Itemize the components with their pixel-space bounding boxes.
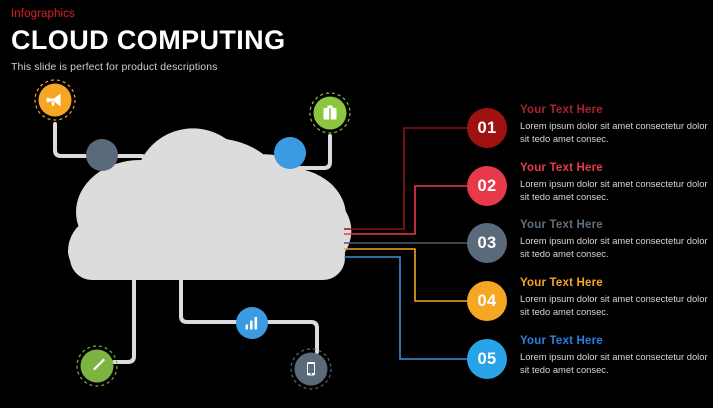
connector-mobile xyxy=(266,320,319,354)
slide-header: Infographics CLOUD COMPUTING This slide … xyxy=(11,7,285,74)
list-item[interactable]: 03 Your Text Here Lorem ipsum dolor sit … xyxy=(462,219,713,281)
connector-bar-chart xyxy=(179,266,238,324)
icon-node-hub-blue[interactable] xyxy=(274,137,306,169)
briefcase-icon xyxy=(323,105,337,120)
node-disc xyxy=(274,137,306,169)
list-item-text: Your Text Here Lorem ipsum dolor sit ame… xyxy=(520,334,712,376)
icon-node-briefcase[interactable] xyxy=(309,92,351,134)
icon-node-hub-slate[interactable] xyxy=(86,139,118,171)
list-item[interactable]: 02 Your Text Here Lorem ipsum dolor sit … xyxy=(462,162,713,224)
list-item-text: Your Text Here Lorem ipsum dolor sit ame… xyxy=(520,103,712,145)
dashed-ring xyxy=(290,348,332,390)
icon-node-megaphone[interactable] xyxy=(34,79,76,121)
status-badge: 02 xyxy=(467,166,507,206)
list-item[interactable]: 04 Your Text Here Lorem ipsum dolor sit … xyxy=(462,277,713,339)
list-item-body: Lorem ipsum dolor sit amet consectetur d… xyxy=(520,293,708,318)
dashed-ring xyxy=(76,345,118,387)
eyebrow-label: Infographics xyxy=(11,8,75,20)
list-item[interactable]: 01 Your Text Here Lorem ipsum dolor sit … xyxy=(462,104,713,166)
status-badge: 01 xyxy=(467,108,507,148)
connector-item-01 xyxy=(344,127,470,230)
list-item-heading: Your Text Here xyxy=(520,219,603,231)
list-item-text: Your Text Here Lorem ipsum dolor sit ame… xyxy=(520,161,712,203)
bar-chart-icon xyxy=(245,317,258,330)
connector-pencil xyxy=(112,266,136,364)
icon-node-mobile[interactable] xyxy=(290,348,332,390)
connector-item-02 xyxy=(344,185,470,235)
list-item-heading: Your Text Here xyxy=(520,104,603,116)
list-item[interactable]: 05 Your Text Here Lorem ipsum dolor sit … xyxy=(462,335,713,397)
list-connector-group xyxy=(344,127,470,360)
icon-node-pencil[interactable] xyxy=(76,345,118,387)
mobile-phone-icon xyxy=(307,362,315,376)
node-disc xyxy=(86,139,118,171)
list-item-text: Your Text Here Lorem ipsum dolor sit ame… xyxy=(520,276,712,318)
list-item-text: Your Text Here Lorem ipsum dolor sit ame… xyxy=(520,218,712,260)
status-badge: 05 xyxy=(467,339,507,379)
pencil-icon xyxy=(93,358,105,371)
page-subtitle: This slide is perfect for product descri… xyxy=(11,61,218,73)
dashed-ring xyxy=(34,79,76,121)
connector-item-04 xyxy=(344,248,470,302)
list-item-heading: Your Text Here xyxy=(520,162,603,174)
list-item-body: Lorem ipsum dolor sit amet consectetur d… xyxy=(520,120,708,145)
list-item-body: Lorem ipsum dolor sit amet consectetur d… xyxy=(520,235,708,260)
list-item-heading: Your Text Here xyxy=(520,277,603,289)
list-item-body: Lorem ipsum dolor sit amet consectetur d… xyxy=(520,351,708,376)
list-item-heading: Your Text Here xyxy=(520,335,603,347)
page-title: CLOUD COMPUTING xyxy=(11,25,286,55)
list-item-body: Lorem ipsum dolor sit amet consectetur d… xyxy=(520,178,708,203)
icon-node-bar-chart[interactable] xyxy=(236,307,268,339)
status-badge: 03 xyxy=(467,223,507,263)
dashed-ring xyxy=(309,92,351,134)
connector-item-05 xyxy=(344,256,470,360)
megaphone-icon xyxy=(46,93,61,107)
status-badge: 04 xyxy=(467,281,507,321)
